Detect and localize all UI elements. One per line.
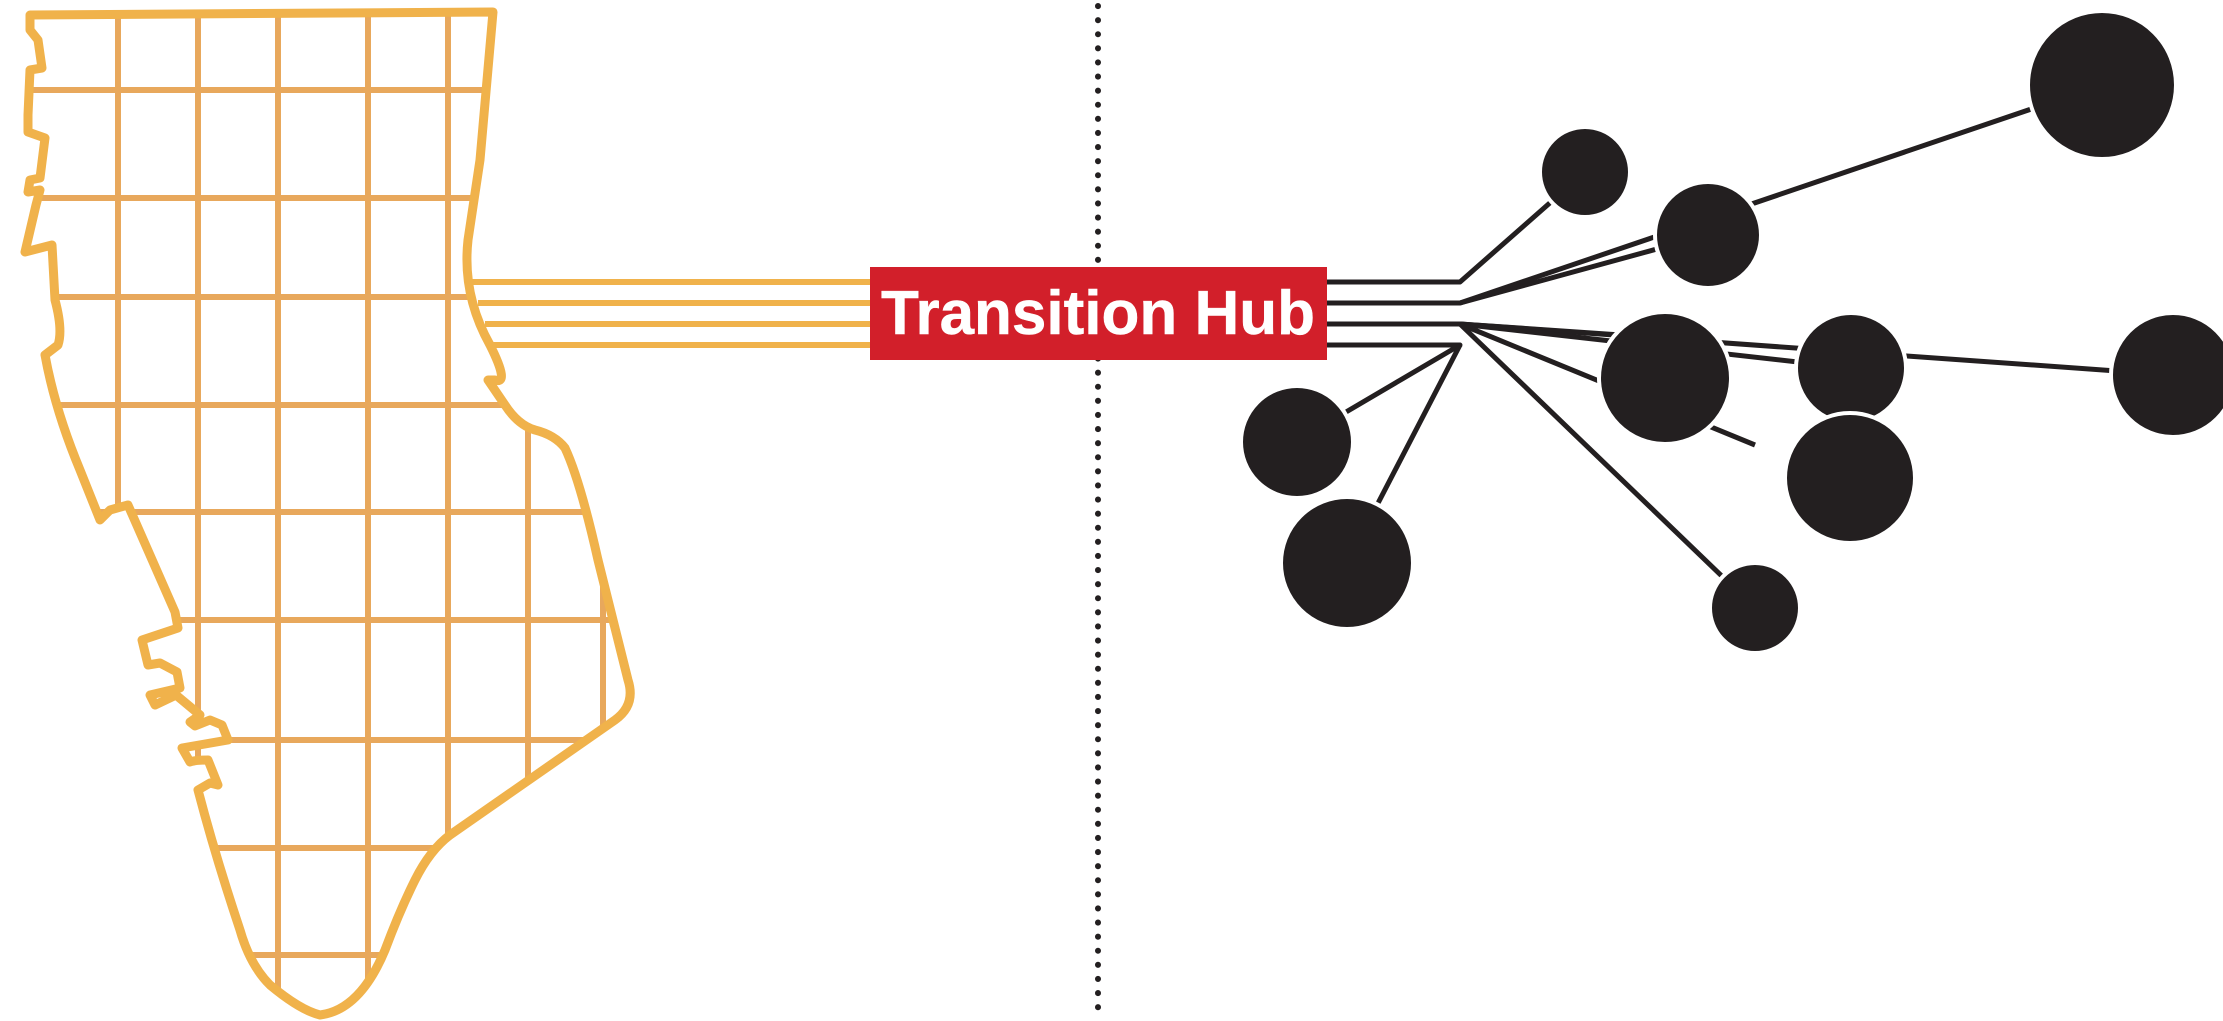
network-node <box>1538 125 1632 219</box>
network-node <box>2109 311 2223 439</box>
network-graph <box>1293 82 2174 610</box>
island-connector-lines <box>470 279 872 348</box>
network-node <box>2026 9 2178 161</box>
network-node <box>1708 561 1802 655</box>
network-nodes <box>1239 9 2223 655</box>
hub-outgoing-lines <box>1293 82 2174 610</box>
island-outline <box>20 7 635 1020</box>
transition-hub-box: Transition Hub <box>870 267 1327 360</box>
hub-label: Transition Hub <box>881 279 1315 348</box>
hub-rectangle <box>870 267 1327 360</box>
network-node <box>1794 311 1908 425</box>
network-node <box>1239 384 1355 500</box>
network-node <box>1597 310 1733 446</box>
island-map <box>20 7 872 1020</box>
network-node <box>1279 495 1415 631</box>
network-node <box>1653 180 1763 290</box>
network-node <box>1783 411 1917 545</box>
